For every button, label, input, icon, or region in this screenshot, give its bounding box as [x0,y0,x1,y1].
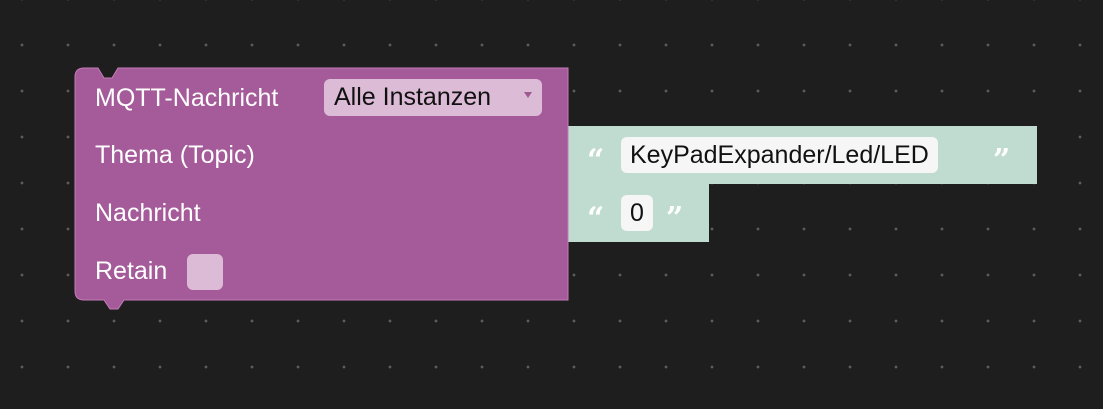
message-open-quote-icon: “ [587,201,605,236]
topic-close-quote-icon: ” [993,143,1011,178]
block-title: MQTT-Nachricht [95,84,279,112]
topic-text-field[interactable]: KeyPadExpander/Led/LED [621,137,938,173]
message-text-field[interactable]: 0 [621,195,653,231]
message-label: Nachricht [95,199,201,227]
mqtt-message-block[interactable] [74,67,569,310]
dropdown-arrow-icon [524,92,532,98]
instance-dropdown[interactable]: Alle Instanzen [324,79,542,116]
retain-checkbox[interactable] [187,254,223,290]
message-close-quote-icon: ” [666,201,684,236]
topic-open-quote-icon: “ [587,143,605,178]
topic-label: Thema (Topic) [95,141,255,169]
retain-label: Retain [95,257,168,285]
instance-dropdown-value: Alle Instanzen [334,83,492,111]
